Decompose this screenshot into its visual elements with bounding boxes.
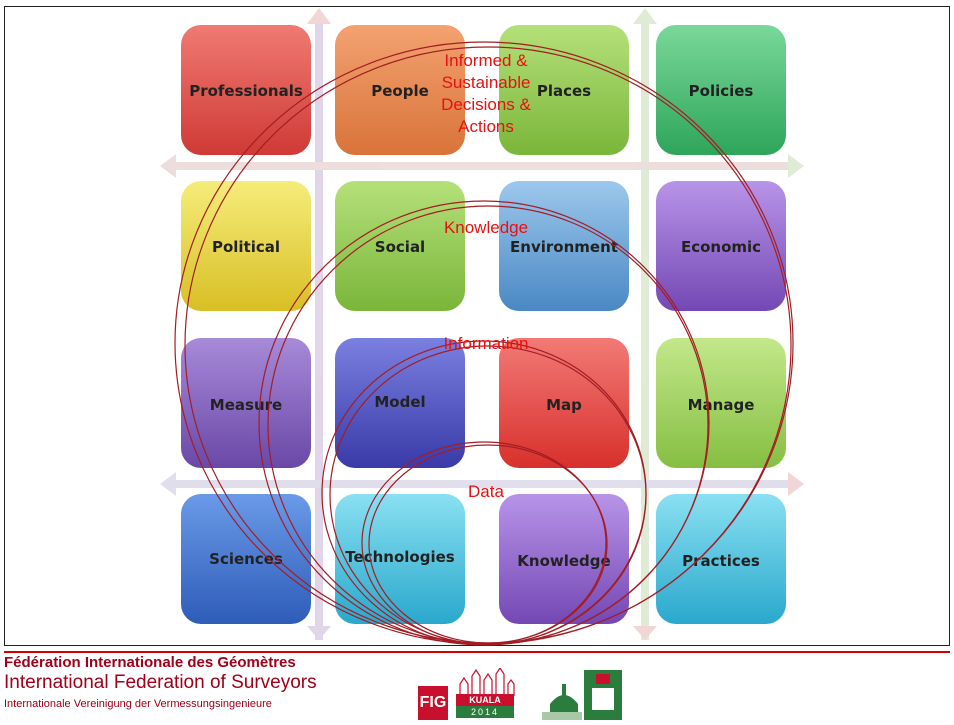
tile-sciences: Sciences [181,494,311,624]
arrow-head-left-top [160,154,176,178]
ring-label-decisions-1: Informed & [444,51,528,70]
tile-economic: Economic [656,181,786,311]
tile-label: Political [212,238,280,256]
mosque-icon [542,670,622,720]
arrow-head-up-left [307,8,331,24]
tile-practices: Practices [656,494,786,624]
arrow-head-left-bottom [160,472,176,496]
tile-label: Economic [681,238,761,256]
vertical-arrow-left [315,18,323,640]
tile-label: Policies [689,82,754,100]
kl-logo-text: KUALA LUMPUR [456,694,514,717]
arrow-head-down-right [633,626,657,640]
tile-label: Environment [510,238,618,256]
tile-label: Technologies [345,548,454,566]
tile-political: Political [181,181,311,311]
tile-label: Social [375,238,425,256]
ring-label-decisions-2: Sustainable [442,73,531,92]
tile-label: Map [546,396,582,414]
slide-frame [4,6,950,646]
ring-label-knowledge: Knowledge [444,218,528,237]
ring-data [361,441,608,645]
tile-measure: Measure [181,338,311,468]
tile-label: Professionals [189,82,303,100]
tile-places: Places [499,25,629,155]
fig-logo: FIG [418,686,448,720]
grid-arrows [160,8,804,640]
ring-label-decisions-4: Actions [458,117,514,136]
skyline-icon [459,666,515,696]
horizontal-arrow-top [172,162,790,170]
footer-divider [4,651,950,653]
ring-label-decisions-3: Decisions & [441,95,531,114]
kuala-lumpur-logo: KUALA LUMPUR 2014 [454,666,516,720]
tile-manage: Manage [656,338,786,468]
org-name-german: Internationale Vereinigung der Vermessun… [4,698,272,710]
tile-label: Manage [688,396,755,414]
tile-label: People [371,82,429,100]
tile-label: Places [537,82,591,100]
tile-environment: Environment [499,181,629,311]
tile-professionals: Professionals [181,25,311,155]
framework-diagram: Professionals People Places Policies Pol… [160,8,804,646]
ring-label-information: Information [443,334,528,353]
tile-label: Sciences [209,550,283,568]
tile-model: Model [335,338,465,468]
arrow-head-up-right [633,8,657,24]
ring-label-data: Data [468,482,504,501]
tile-social: Social [335,181,465,311]
arrow-head-right-bottom [788,472,804,496]
tile-label: Practices [682,552,760,570]
org-name-english: International Federation of Surveyors [4,672,317,693]
tile-people: People [335,25,465,155]
org-name-french: Fédération Internationale des Géomètres [4,654,296,671]
arrow-head-right-top [788,154,804,178]
working-week-logo [540,664,630,720]
tile-knowledge: Knowledge [499,494,629,624]
tile-label: Model [374,393,425,411]
vertical-arrow-right [641,18,649,640]
arrow-head-down-left [307,626,331,640]
nested-rings [174,41,794,646]
tile-label: Measure [210,396,282,414]
tile-map: Map [499,338,629,468]
tile-policies: Policies [656,25,786,155]
horizontal-arrow-bottom [172,480,790,488]
tile-label: Knowledge [517,552,610,570]
kl-logo-year: 2014 [456,706,514,718]
